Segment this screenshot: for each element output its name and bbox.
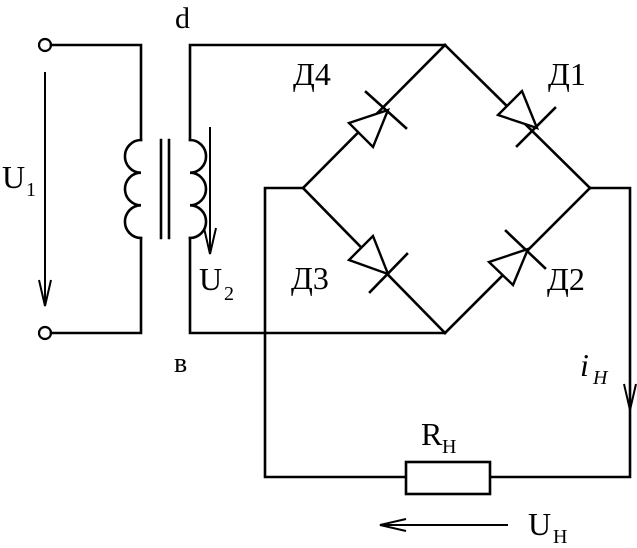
u1-subscript: 1 (26, 179, 36, 201)
load-current-subscript: Н (592, 367, 609, 389)
input-terminal-bottom (37, 325, 53, 341)
secondary-circuit-wires (188, 43, 447, 335)
node-label-top: d (175, 2, 190, 35)
resistor-subscript: Н (442, 436, 456, 458)
load-voltage-label: U (528, 506, 551, 542)
load-resistor (404, 460, 492, 496)
secondary-winding (188, 138, 208, 240)
load-current-arrow (623, 340, 637, 411)
primary-winding (123, 138, 143, 240)
node-label-bottom: в (174, 348, 187, 379)
diode-d1-symbol (495, 88, 557, 148)
u1-label: U (2, 159, 25, 195)
primary-circuit-wires (49, 43, 143, 335)
diode-d4-symbol (346, 90, 408, 150)
load-voltage-subscript: Н (553, 526, 567, 548)
diode-d3-symbol (346, 233, 409, 294)
input-terminal-top (37, 37, 53, 53)
diode-d2-symbol (486, 229, 547, 288)
diode-d1-label: Д1 (548, 56, 586, 92)
resistor-label: R (421, 416, 443, 452)
load-circuit-wires (263, 186, 632, 479)
diode-d4-label: Д4 (293, 56, 331, 92)
u2-arrow (203, 127, 217, 255)
diode-d3-label: Д3 (291, 260, 329, 296)
u2-subscript: 2 (224, 283, 234, 305)
load-voltage-arrow (379, 518, 508, 532)
u1-arrow (38, 72, 52, 307)
u2-label: U (199, 261, 222, 297)
diode-d2-label: Д2 (547, 261, 585, 297)
load-current-label: i (580, 347, 589, 383)
